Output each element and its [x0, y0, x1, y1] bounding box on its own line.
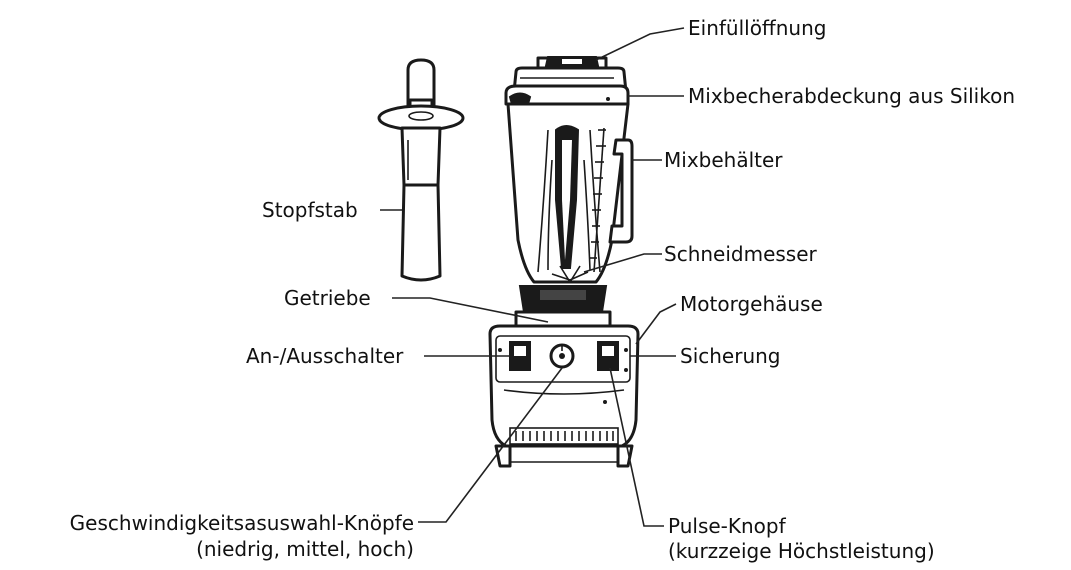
label-pulse-line1: Pulse-Knopf	[668, 514, 787, 538]
filler-cap	[536, 56, 608, 70]
blender-illustration	[488, 56, 640, 468]
label-einfuelloeffnung: Einfüllöffnung	[688, 16, 826, 40]
tamper-illustration	[377, 58, 465, 282]
label-getriebe: Getriebe	[284, 286, 371, 310]
label-motorgehaeuse: Motorgehäuse	[680, 292, 823, 316]
leader-schneidmesser	[583, 253, 662, 273]
label-geschwindigkeit-line1: Geschwindigkeitsasuswahl-Knöpfe	[70, 511, 414, 535]
measurement-scale	[590, 127, 606, 273]
drive-coupling	[514, 285, 612, 328]
label-geschwindigkeit-line2: (niedrig, mittel, hoch)	[196, 537, 414, 561]
label-ausschalter: An-/Ausschalter	[246, 344, 404, 368]
blade-assembly	[548, 265, 592, 284]
part-labels: Einfüllöffnung Mixbecherabdeckung aus Si…	[70, 16, 1015, 563]
leader-pulse	[609, 367, 664, 527]
label-mixbehaelter: Mixbehälter	[664, 148, 783, 172]
label-stopfstab: Stopfstab	[262, 198, 358, 222]
leader-einfuelloeffnung	[595, 27, 685, 61]
leader-geschwindigkeit	[418, 367, 563, 523]
label-sicherung: Sicherung	[680, 344, 781, 368]
label-schneidmesser: Schneidmesser	[664, 242, 818, 266]
leader-motorgehaeuse	[635, 303, 677, 345]
container-jug	[506, 102, 634, 284]
leader-lines	[380, 27, 685, 527]
label-pulse-line2: (kurzzeige Höchstleistung)	[668, 539, 935, 563]
label-mixbecherabdeckung: Mixbecherabdeckung aus Silikon	[688, 84, 1015, 108]
motor-base	[488, 324, 640, 468]
vent-grille	[515, 431, 614, 441]
leader-getriebe	[392, 297, 549, 323]
lid	[504, 66, 630, 106]
